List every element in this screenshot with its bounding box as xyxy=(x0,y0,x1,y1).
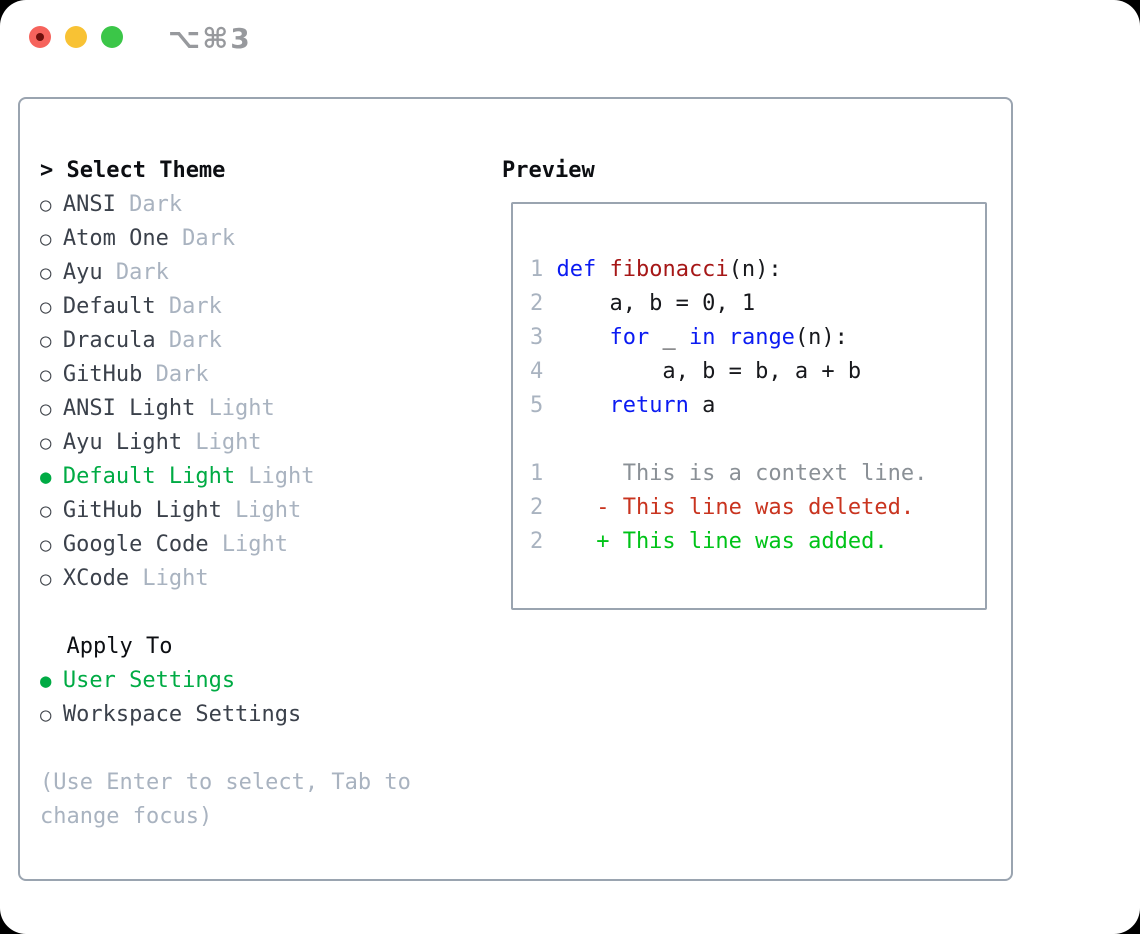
radio-icon: ○ xyxy=(40,364,52,386)
line-number: 5 xyxy=(530,393,544,418)
theme-name: GitHub xyxy=(62,362,143,387)
theme-tag: Light xyxy=(195,430,262,455)
code-line: 2 a, b = 0, 1 xyxy=(530,287,985,321)
theme-item-dracula-dark[interactable]: ○ Dracula Dark xyxy=(40,324,480,358)
spacer xyxy=(40,596,480,630)
theme-tag: Light xyxy=(142,566,209,591)
theme-item-ansi-light[interactable]: ○ ANSI Light Light xyxy=(40,392,480,426)
theme-tag: Dark xyxy=(115,260,169,285)
option-name: User Settings xyxy=(62,668,236,693)
diff-context-line: 1 This is a context line. xyxy=(530,457,985,491)
theme-name: Default Light xyxy=(62,464,236,489)
code-line: 4 a, b = b, a + b xyxy=(530,355,985,389)
theme-name: XCode xyxy=(62,566,130,591)
theme-item-xcode[interactable]: ○ XCode Light xyxy=(40,562,480,596)
window-title: ⌥⌘3 xyxy=(168,22,252,55)
diff-added-line: 2 + This line was added. xyxy=(530,525,985,559)
radio-icon: ○ xyxy=(40,704,52,726)
radio-icon: ○ xyxy=(40,500,52,522)
theme-tag: Dark xyxy=(168,328,222,353)
radio-icon: ○ xyxy=(40,262,52,284)
select-theme-title: Select Theme xyxy=(66,158,226,183)
theme-tag: Light xyxy=(248,464,315,489)
theme-name: Dracula xyxy=(62,328,156,353)
radio-icon: ○ xyxy=(40,398,52,420)
line-number: 2 xyxy=(530,495,544,520)
theme-item-ansi-dark[interactable]: ○ ANSI Dark xyxy=(40,188,480,222)
code-line: 3 for _ in range(n): xyxy=(530,321,985,355)
line-number: 2 xyxy=(530,291,544,316)
theme-name: Google Code xyxy=(62,532,209,557)
line-number: 3 xyxy=(530,325,544,350)
theme-tag: Light xyxy=(208,396,275,421)
apply-to-header: Apply To xyxy=(66,634,173,659)
radio-icon: ○ xyxy=(40,296,52,318)
radio-icon: ○ xyxy=(40,330,52,352)
radio-icon: ○ xyxy=(40,534,52,556)
theme-name: GitHub Light xyxy=(62,498,222,523)
line-number: 4 xyxy=(530,359,544,384)
line-number: 1 xyxy=(530,257,544,282)
theme-item-default-light[interactable]: ● Default Light Light xyxy=(40,460,480,494)
theme-item-github-dark[interactable]: ○ GitHub Dark xyxy=(40,358,480,392)
radio-icon: ○ xyxy=(40,194,52,216)
apply-option-user-settings[interactable]: ● User Settings xyxy=(40,664,480,698)
theme-name: ANSI xyxy=(62,192,116,217)
theme-name: Ayu xyxy=(62,260,103,285)
preview-title: Preview xyxy=(502,158,595,183)
theme-item-ayu-dark[interactable]: ○ Ayu Dark xyxy=(40,256,480,290)
theme-tag: Dark xyxy=(129,192,183,217)
line-number: 1 xyxy=(530,461,544,486)
radio-icon: ○ xyxy=(40,432,52,454)
theme-name: Ayu Light xyxy=(62,430,183,455)
theme-item-atom-one-dark[interactable]: ○ Atom One Dark xyxy=(40,222,480,256)
option-name: Workspace Settings xyxy=(62,702,302,727)
close-edited-dot-icon xyxy=(36,33,44,41)
zoom-button[interactable] xyxy=(101,26,123,48)
close-button[interactable] xyxy=(29,26,51,48)
theme-name: Default xyxy=(62,294,156,319)
apply-option-workspace-settings[interactable]: ○ Workspace Settings xyxy=(40,698,480,732)
radio-selected-icon: ● xyxy=(40,670,52,692)
line-number: 2 xyxy=(530,529,544,554)
theme-tag: Light xyxy=(235,498,302,523)
radio-icon: ○ xyxy=(40,568,52,590)
theme-item-default-dark[interactable]: ○ Default Dark xyxy=(40,290,480,324)
theme-name: Atom One xyxy=(62,226,169,251)
theme-item-github-light[interactable]: ○ GitHub Light Light xyxy=(40,494,480,528)
theme-name: ANSI Light xyxy=(62,396,196,421)
diff-deleted-line: 2 - This line was deleted. xyxy=(530,491,985,525)
code-line: 5 return a xyxy=(530,389,985,423)
cursor-icon: > xyxy=(40,158,54,183)
help-text: (Use Enter to select, Tab to change focu… xyxy=(40,770,411,829)
radio-icon: ○ xyxy=(40,228,52,250)
spacer xyxy=(530,423,985,457)
theme-item-ayu-light[interactable]: ○ Ayu Light Light xyxy=(40,426,480,460)
select-theme-header: > Select Theme xyxy=(40,154,480,188)
titlebar: ⌥⌘3 xyxy=(0,0,1140,74)
minimize-button[interactable] xyxy=(65,26,87,48)
theme-tag: Dark xyxy=(182,226,236,251)
theme-item-google-code[interactable]: ○ Google Code Light xyxy=(40,528,480,562)
theme-tag: Light xyxy=(221,532,289,557)
theme-tag: Dark xyxy=(155,362,209,387)
radio-selected-icon: ● xyxy=(40,466,52,488)
theme-tag: Dark xyxy=(168,294,222,319)
